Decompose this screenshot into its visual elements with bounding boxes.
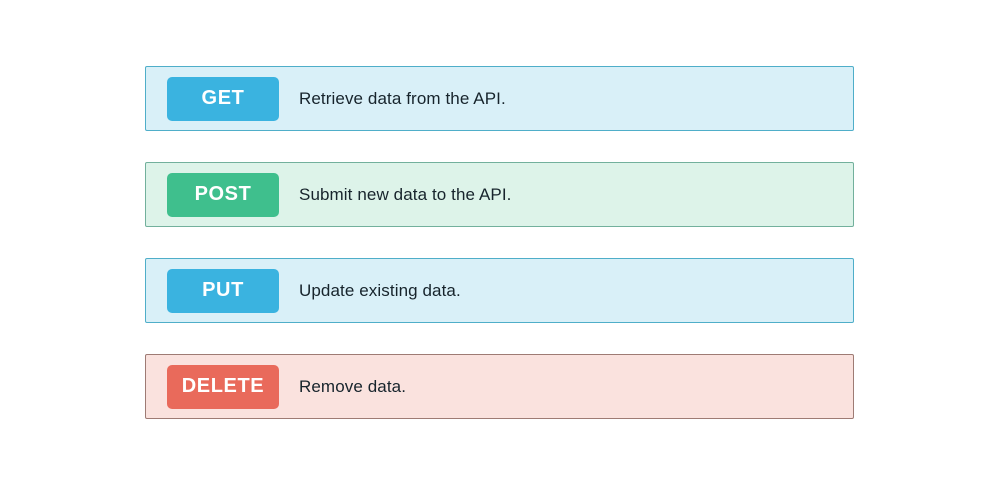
put-method-description: Update existing data. bbox=[299, 280, 461, 300]
get-method-description: Retrieve data from the API. bbox=[299, 88, 506, 108]
put-method-badge: PUT bbox=[167, 268, 279, 313]
delete-method-badge: DELETE bbox=[167, 364, 279, 409]
method-card-get: GET Retrieve data from the API. bbox=[145, 66, 854, 131]
method-card-put: PUT Update existing data. bbox=[145, 258, 854, 323]
method-card-list: GET Retrieve data from the API. POST Sub… bbox=[145, 66, 854, 450]
post-method-badge: POST bbox=[167, 172, 279, 217]
delete-method-description: Remove data. bbox=[299, 376, 407, 396]
post-method-description: Submit new data to the API. bbox=[299, 184, 512, 204]
method-card-delete: DELETE Remove data. bbox=[145, 354, 854, 419]
get-method-badge: GET bbox=[167, 76, 279, 121]
method-card-post: POST Submit new data to the API. bbox=[145, 162, 854, 227]
